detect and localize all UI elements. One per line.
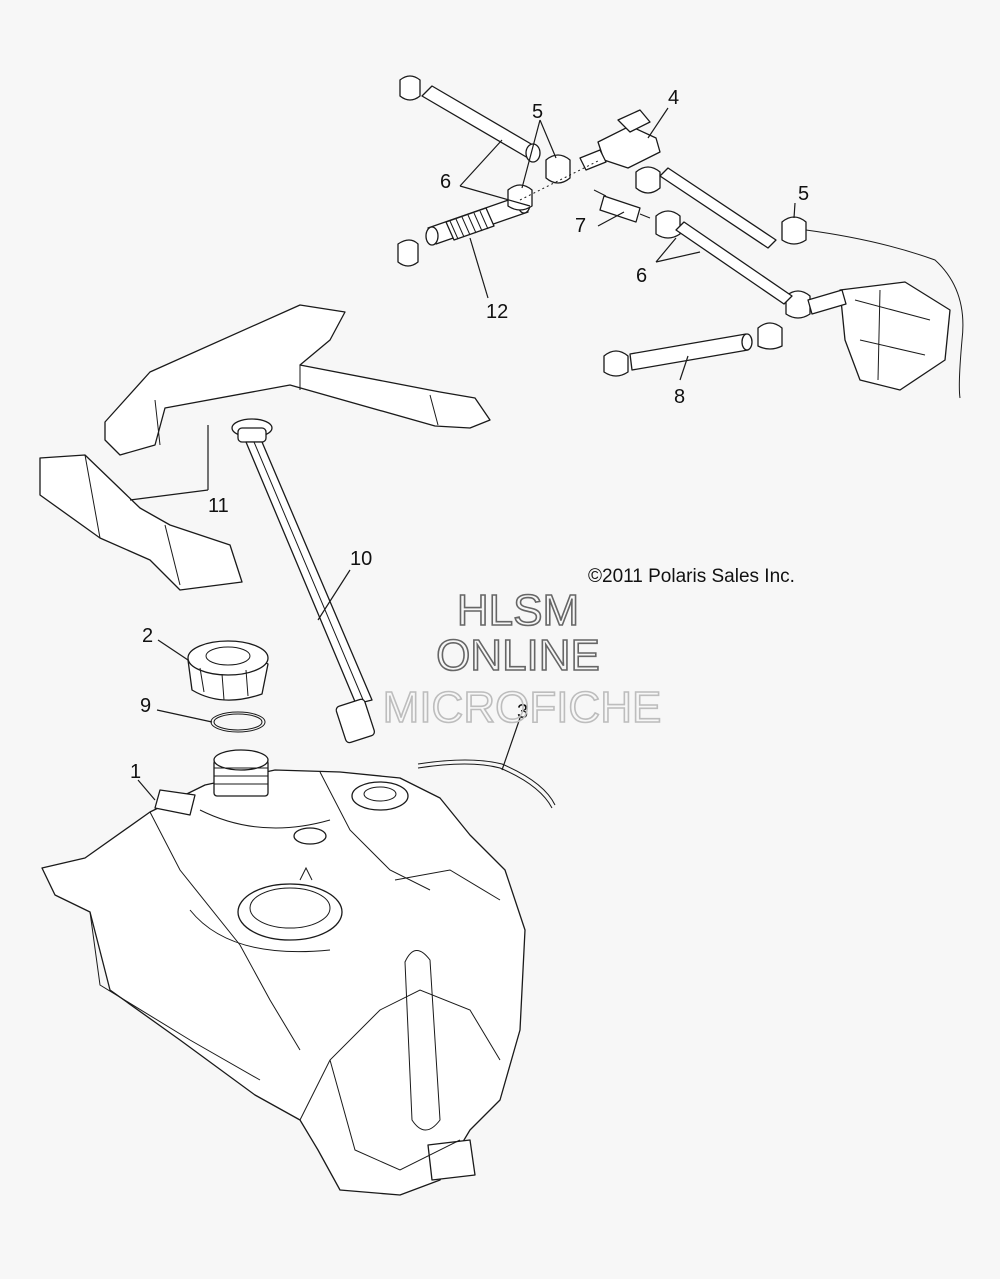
part-3-vent-line (417, 759, 556, 809)
callout-6b: 6 (636, 265, 647, 287)
callout-4: 4 (668, 87, 679, 109)
callout-11: 11 (208, 495, 229, 517)
watermark-line-2: ONLINE (436, 631, 600, 680)
callout-8: 8 (674, 386, 685, 408)
fuel-pump-assembly (805, 229, 964, 399)
part-1-fuel-tank (41, 749, 526, 1196)
part-9-o-ring (210, 711, 266, 733)
leader-lines (129, 107, 796, 801)
callout-3: 3 (517, 701, 528, 723)
part-5-clamps (507, 154, 811, 377)
part-11-strap (39, 304, 491, 591)
part-6-hose-upper (399, 75, 541, 163)
callouts: 1 2 3 4 5 5 6 6 7 8 9 10 11 12 (130, 87, 809, 783)
callout-1: 1 (130, 761, 141, 783)
part-7-filter (593, 189, 651, 223)
part-10-fuel-sender (231, 418, 376, 744)
callout-10: 10 (350, 548, 372, 570)
callout-5a: 5 (532, 101, 543, 123)
callout-9: 9 (140, 695, 151, 717)
part-6-hose-right (659, 167, 793, 305)
watermark-line-3: MICROFICHE (383, 683, 662, 732)
callout-5b: 5 (798, 183, 809, 205)
part-8-hose (629, 333, 753, 371)
part-2-fuel-cap (187, 640, 269, 701)
watermark-line-1: HLSM (457, 586, 579, 635)
callout-2: 2 (142, 625, 153, 647)
callout-12: 12 (486, 301, 508, 323)
copyright-text: ©2011 Polaris Sales Inc. (588, 566, 795, 587)
watermark: HLSM ONLINE MICROFICHE (382, 585, 662, 733)
callout-6a: 6 (440, 171, 451, 193)
part-4-valve (519, 109, 661, 201)
part-12-hose-sleeve (397, 194, 531, 267)
callout-7: 7 (575, 215, 586, 237)
